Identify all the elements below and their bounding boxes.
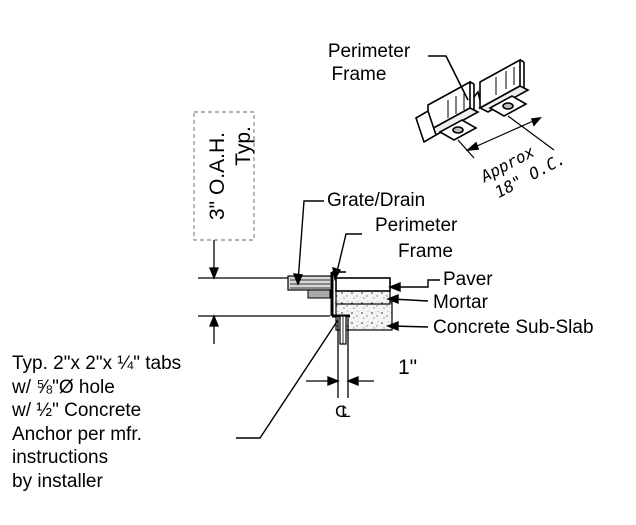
oah-dashed-box — [193, 111, 255, 241]
note-line6: by installer — [12, 470, 103, 492]
note-line4: Anchor per mfr. — [12, 423, 142, 445]
note-line1: Typ. 2"x 2"x ¼" tabs — [12, 353, 182, 374]
one-inch-dimension — [306, 318, 374, 398]
label-mortar: Mortar — [433, 292, 488, 313]
label-perimeter-frame-line2: Frame — [398, 241, 453, 262]
label-concrete-sub-slab: Concrete Sub-Slab — [433, 317, 594, 338]
label-perimeter-frame-top-line2: Frame — [331, 64, 387, 85]
label-oah-line2: Typ. — [232, 126, 255, 166]
leaders — [236, 200, 440, 439]
label-centerline: CL — [335, 402, 351, 421]
label-one-inch: 1" — [398, 356, 418, 379]
label-perimeter-frame-top: Perimeter Frame — [314, 40, 424, 86]
anchor-note: Typ. 2"x 2"x ¼" tabs w/ ⅝"Ø hole w/ ½" C… — [12, 352, 181, 493]
mortar-body — [335, 289, 391, 305]
note-line3: w/ ½" Concrete — [12, 400, 142, 421]
label-grate-drain: Grate/Drain — [327, 190, 426, 211]
paver-body — [335, 277, 391, 292]
label-paver: Paver — [443, 269, 493, 290]
iso-frame-sketch — [415, 55, 555, 159]
height-dimension — [198, 240, 330, 344]
label-perimeter-frame-line1: Perimeter — [375, 215, 458, 236]
note-line2: w/ ⅝"Ø hole — [12, 376, 115, 398]
label-oah-line1: 3" O.A.H. — [206, 132, 229, 220]
note-line5: instructions — [12, 447, 109, 468]
label-perimeter-frame-top-line1: Perimeter — [327, 41, 411, 62]
section-detail — [287, 271, 393, 345]
